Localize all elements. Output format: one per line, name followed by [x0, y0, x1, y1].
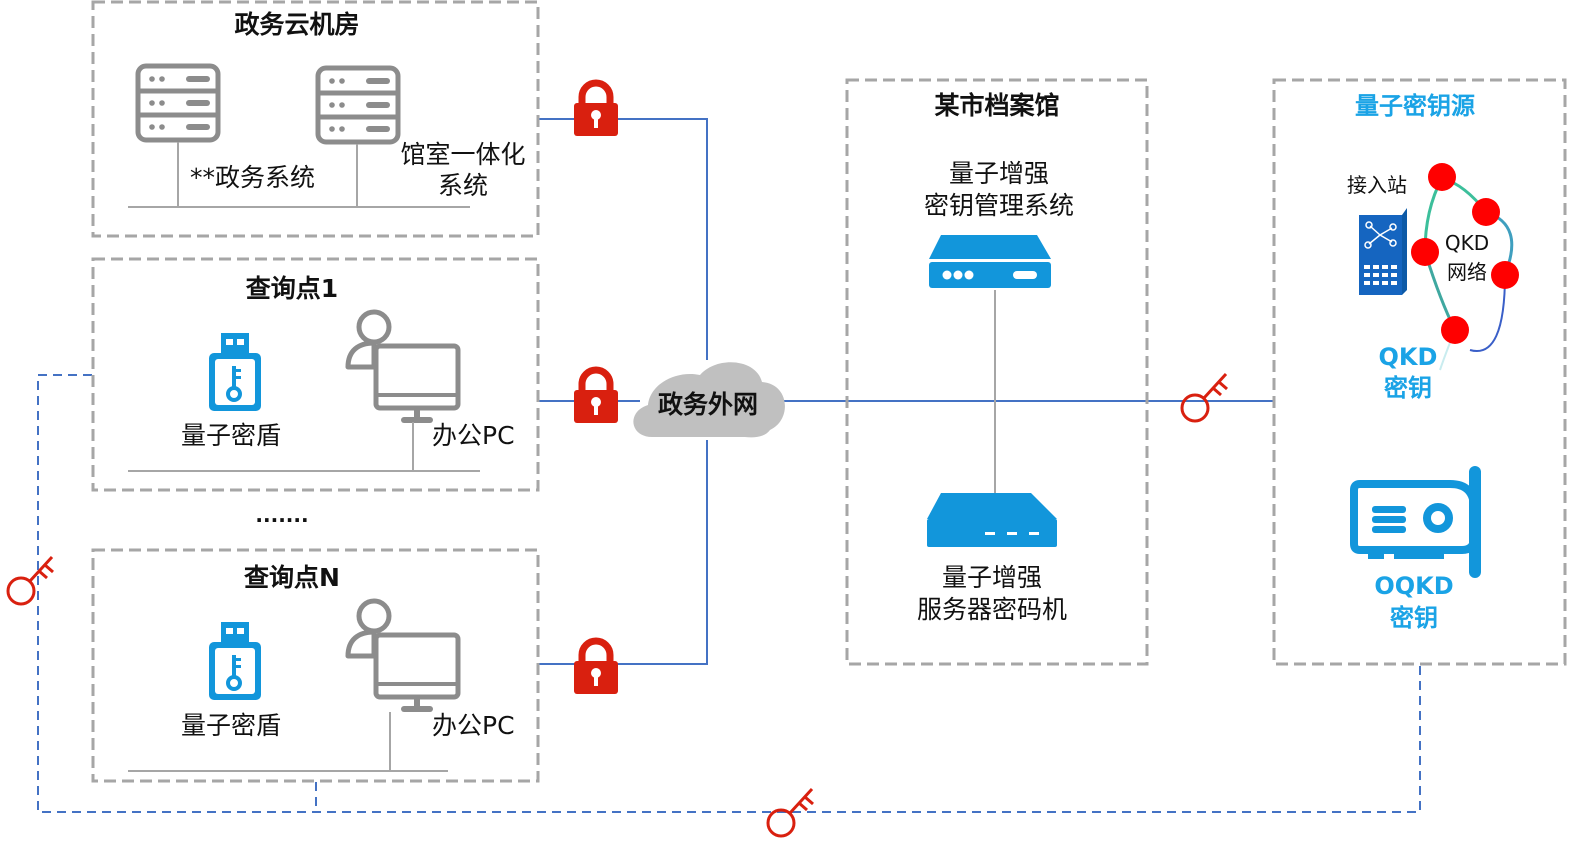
appliance-icon — [927, 493, 1057, 547]
cloud-room-title: 政务云机房 — [234, 10, 359, 39]
pc-label: 办公PC — [432, 421, 515, 450]
cloud-room-group: 政务云机房 **政务系统 馆室一体化 系统 — [91, 0, 540, 238]
user-pc-icon — [348, 601, 458, 712]
cloud-icon — [633, 362, 785, 438]
key-icon — [1180, 372, 1229, 423]
qkd-key-label-line1: QKD — [1379, 343, 1438, 371]
system-2-label-line1: 馆室一体化 — [400, 140, 525, 169]
key-distribution-dashed-line — [37, 374, 1421, 813]
shield-label: 量子密盾 — [181, 711, 281, 740]
appliance-icon — [929, 235, 1051, 288]
lock-icon — [574, 83, 618, 136]
usb-key-shield-icon — [207, 620, 263, 702]
network-links — [37, 118, 1421, 813]
user-pc-icon — [348, 312, 458, 423]
system-1-label: **政务系统 — [190, 163, 315, 192]
qkd-network-label-line2: 网络 — [1447, 260, 1487, 284]
archive-group: 某市档案馆 量子增强 密钥管理系统 量子增强 服务器密码机 — [845, 78, 1149, 666]
qkd-key-label-line2: 密钥 — [1384, 374, 1432, 402]
hsm-label-line1: 量子增强 — [942, 563, 1042, 592]
kms-label-line2: 密钥管理系统 — [924, 191, 1074, 220]
key-icon — [766, 787, 815, 838]
qkd-node — [1491, 261, 1519, 289]
key-source-title: 量子密钥源 — [1355, 92, 1475, 120]
qkd-node — [1441, 316, 1469, 344]
ellipsis: ....... — [255, 503, 308, 527]
kms-label-line1: 量子增强 — [949, 159, 1049, 188]
query-point-1-group: 查询点1 量子密盾 办公PC — [91, 257, 540, 492]
link-cloud-room — [538, 118, 708, 360]
key-source-group: 量子密钥源 接入站 — [1272, 78, 1567, 666]
query-point-1-title: 查询点1 — [246, 274, 338, 303]
pc-label: 办公PC — [432, 711, 515, 740]
qkd-node — [1411, 238, 1439, 266]
query-point-n-box — [91, 548, 540, 783]
lock-icon — [574, 370, 618, 423]
archive-box — [845, 78, 1149, 666]
system-2-label-line2: 系统 — [438, 171, 488, 200]
key-source-box — [1272, 78, 1567, 666]
access-station-label: 接入站 — [1347, 173, 1407, 197]
hsm-label-line2: 服务器密码机 — [917, 595, 1067, 624]
key-icon — [6, 555, 55, 606]
oqkd-key-label-line2: 密钥 — [1390, 604, 1438, 632]
cloud-room-box — [91, 0, 540, 238]
qkd-network-label-line1: QKD — [1445, 231, 1489, 255]
external-network-cloud: 政务外网 — [633, 362, 785, 438]
server-icon — [318, 68, 398, 142]
query-point-n-group: 查询点N 量子密盾 办公PC — [91, 548, 540, 783]
external-network-label: 政务外网 — [658, 390, 758, 419]
oqkd-card-icon — [1350, 466, 1481, 578]
query-point-n-title: 查询点N — [244, 563, 340, 592]
shield-label: 量子密盾 — [181, 421, 281, 450]
link-query-point-n — [538, 440, 708, 665]
server-icon — [138, 66, 218, 140]
oqkd-key-label-line1: OQKD — [1374, 572, 1453, 600]
access-station-icon — [1359, 208, 1407, 295]
archive-title: 某市档案馆 — [934, 91, 1059, 120]
lock-icon — [574, 641, 618, 694]
query-point-1-box — [91, 257, 540, 492]
qkd-node — [1428, 163, 1456, 191]
qkd-node — [1472, 198, 1500, 226]
usb-key-shield-icon — [207, 331, 263, 413]
